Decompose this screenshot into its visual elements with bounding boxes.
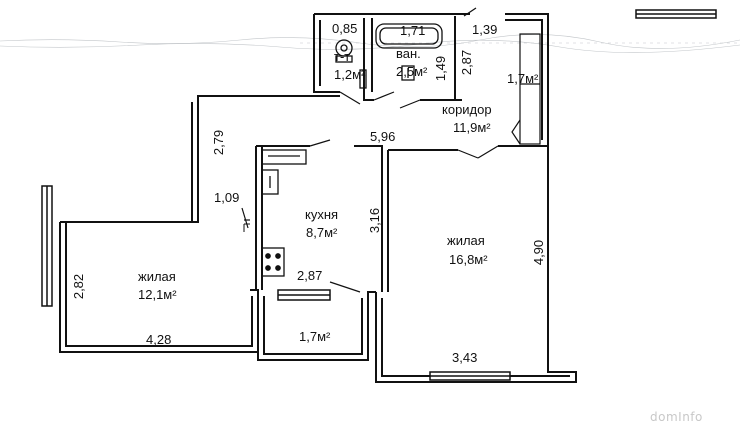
- closet-shelving: [511, 33, 541, 145]
- ticks: [243, 223, 250, 232]
- dim-left-upper: 2,79: [211, 129, 227, 156]
- room-closet-area: 1,7м²: [507, 71, 539, 86]
- dim-bath-depth: 1,49: [433, 55, 449, 82]
- room-living-right-name: жилая: [447, 233, 485, 248]
- wall-balcony: [257, 290, 376, 361]
- room-toilet-name: т-т: [334, 49, 351, 64]
- room-corridor-area: 11,9м²: [453, 120, 491, 135]
- washbasin: [401, 65, 415, 81]
- room-bath-name: ван.: [396, 46, 421, 61]
- room-balcony-area: 1,7м²: [299, 329, 331, 344]
- room-living-right-area: 16,8м²: [449, 252, 488, 267]
- wall-core: [313, 14, 340, 93]
- room-bath-area: 2,5м²: [396, 64, 428, 79]
- room-corridor-name: коридор: [442, 102, 492, 117]
- walls: [59, 13, 577, 383]
- room-kitchen-name: кухня: [305, 207, 339, 222]
- room-living-left-name: жилая: [138, 269, 176, 284]
- dim-door-width: 1,09: [214, 190, 240, 205]
- door-swings: [197, 7, 499, 293]
- dim-corridor-vertical: 2,87: [459, 49, 475, 76]
- fixtures: [261, 23, 443, 277]
- dim-bath-width: 1,71: [400, 23, 426, 38]
- dim-living-right-height: 4,90: [531, 239, 547, 266]
- dim-kitchen-corridor: 5,96: [370, 129, 396, 144]
- room-living-left-area: 12,1м²: [138, 287, 177, 302]
- watermark: domInfo: [650, 410, 703, 424]
- bathtub: [375, 23, 443, 49]
- dim-living-left-width: 4,28: [146, 332, 172, 347]
- dim-kitchen-height: 3,16: [367, 207, 383, 234]
- stove: [261, 247, 285, 277]
- scan-streak: [0, 34, 740, 53]
- dim-living-right-width: 3,43: [452, 350, 478, 365]
- dim-living-left-height: 2,82: [71, 273, 87, 300]
- kitchen-sink: [261, 169, 279, 195]
- dim-corridor-top: 1,39: [472, 22, 498, 37]
- wall-right-living: [375, 146, 577, 383]
- kitchen-counter: [261, 149, 307, 165]
- dim-kitchen-width: 2,87: [297, 268, 323, 283]
- dim-toilet-width: 0,85: [332, 21, 358, 36]
- room-toilet-area: 1,2м²: [334, 67, 366, 82]
- room-kitchen-area: 8,7м²: [306, 225, 338, 240]
- windows: [41, 9, 717, 381]
